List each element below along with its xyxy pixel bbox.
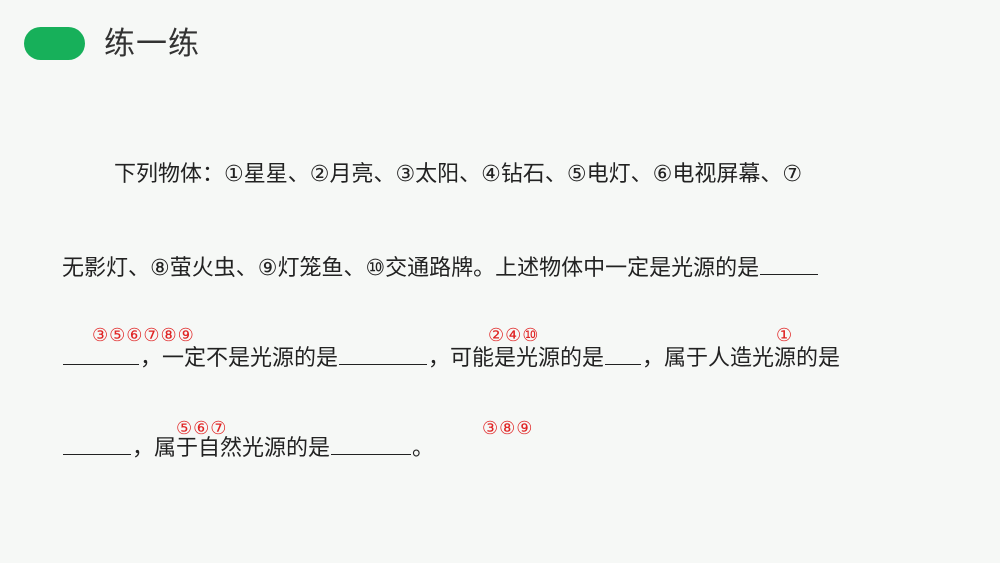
answer-artificial-light-sources: ⑤⑥⑦ <box>176 418 228 439</box>
answer-not-light-sources: ②④⑩ <box>488 325 540 346</box>
answer-blank-4 <box>63 432 131 455</box>
answer-definite-light-sources: ③⑤⑥⑦⑧⑨ <box>92 325 195 346</box>
answer-natural-light-sources: ③⑧⑨ <box>482 418 534 439</box>
question-line-1: 下列物体：①星星、②月亮、③太阳、④钻石、⑤电灯、⑥电视屏幕、⑦ <box>114 162 803 187</box>
green-pill-decoration <box>24 27 85 60</box>
slide-header: 练一练 <box>0 0 1000 90</box>
question-line-3-text-3: ，属于人造光源的是 <box>642 346 841 371</box>
question-line-3: ，一定不是光源的是 ，可能是光源的是 ，属于人造光源的是 <box>62 342 840 374</box>
answer-blank-2 <box>339 342 428 365</box>
question-line-3-text-2: ，可能是光源的是 <box>428 346 605 371</box>
answer-blank-5 <box>331 432 412 455</box>
answer-possible-light-sources: ① <box>776 325 794 346</box>
question-line-4-text-2: 。 <box>412 436 435 461</box>
page-title: 练一练 <box>104 26 200 62</box>
question-line-4: ，属于自然光源的是 。 <box>62 432 434 464</box>
question-line-2-text: 无影灯、⑧萤火虫、⑨灯笼鱼、⑩交通路牌。上述物体中一定是光源的是 <box>62 256 760 281</box>
question-line-3-text-1: ，一定不是光源的是 <box>140 346 339 371</box>
answer-blank-1 <box>760 252 819 275</box>
question-line-4-text-1: ，属于自然光源的是 <box>132 436 331 461</box>
question-line-2: 无影灯、⑧萤火虫、⑨灯笼鱼、⑩交通路牌。上述物体中一定是光源的是 <box>62 252 819 284</box>
answer-blank-3 <box>605 342 642 365</box>
answer-blank-1-continued <box>63 342 139 365</box>
